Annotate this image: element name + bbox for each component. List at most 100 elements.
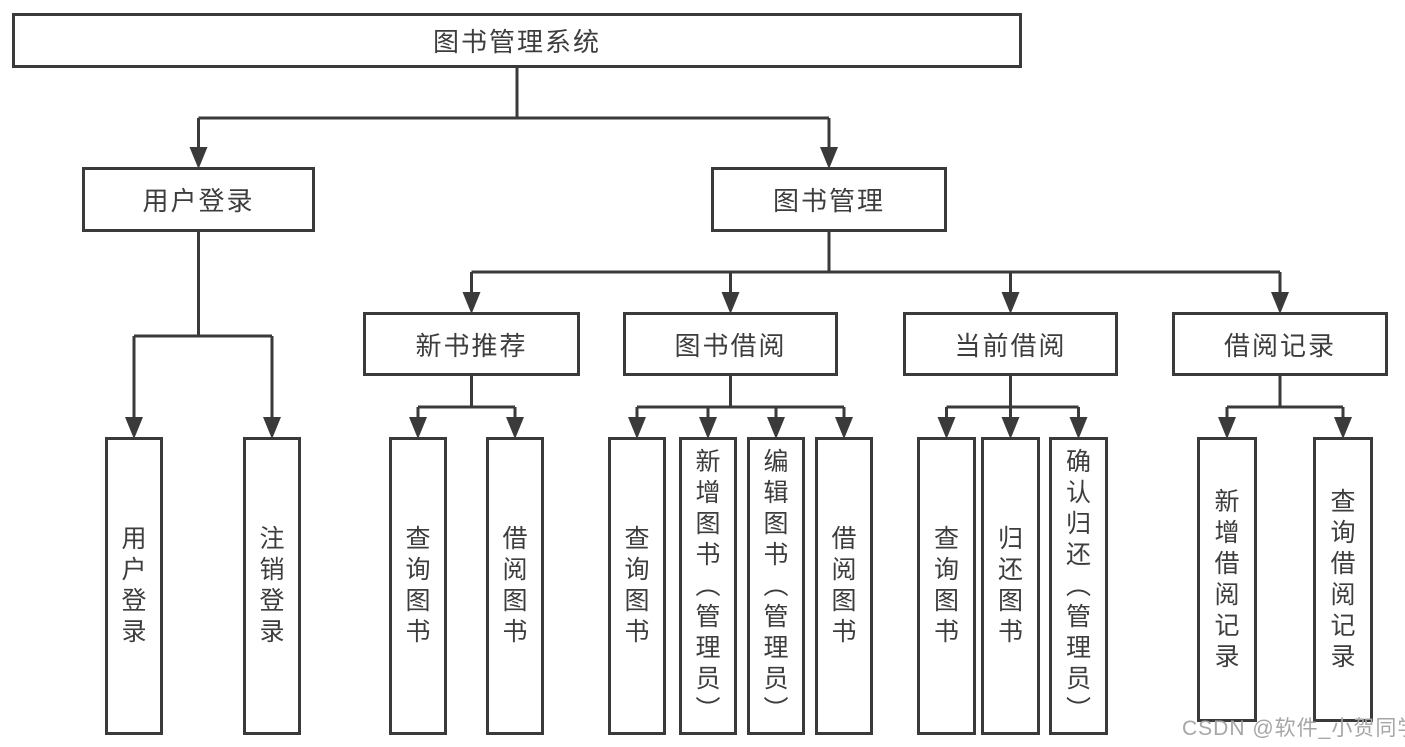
- label-char: 录: [121, 618, 147, 646]
- label-char: 录: [1330, 642, 1356, 671]
- label-char: 管: [695, 602, 721, 631]
- node-leaf-user-login: 用户登录: [105, 437, 163, 735]
- label-char: 归: [997, 525, 1023, 553]
- node-label: 新增图书︵管理员︶: [695, 447, 720, 726]
- label-char: 图: [695, 509, 721, 538]
- label-char: ︵: [763, 571, 789, 600]
- node-book-borrow: 图书借阅: [623, 312, 838, 376]
- node-leaf-nbr-borrow: 借阅图书: [486, 437, 544, 735]
- node-label: 新书推荐: [415, 330, 528, 361]
- label-char: 增: [1214, 518, 1240, 547]
- node-label: 查询图书: [934, 524, 959, 648]
- node-leaf-cb-query: 查询图书: [917, 437, 976, 735]
- label-char: 认: [1065, 478, 1091, 507]
- label-char: 辑: [763, 478, 789, 507]
- label-char: ︵: [1065, 571, 1091, 600]
- watermark: CSDN @软件_小贺同学: [1182, 717, 1405, 740]
- label-char: 记: [1214, 611, 1240, 640]
- node-user-login: 用户登录: [82, 167, 315, 232]
- label-char: 员: [1065, 664, 1091, 693]
- label-char: 阅: [831, 556, 857, 584]
- label-char: 确: [1065, 447, 1091, 476]
- label-char: 录: [259, 618, 285, 646]
- label-char: 查: [1330, 487, 1356, 516]
- node-book-mgmt: 图书管理: [711, 167, 947, 232]
- node-label: 用户登录: [142, 186, 255, 216]
- node-leaf-cb-return: 归还图书: [981, 437, 1040, 735]
- label-char: 书: [763, 540, 789, 569]
- label-char: 新: [1214, 487, 1240, 516]
- label-char: 理: [1065, 633, 1091, 662]
- node-label: 查询借阅记录: [1330, 487, 1355, 673]
- label-char: 编: [763, 447, 789, 476]
- node-label: 借阅记录: [1223, 330, 1336, 361]
- node-label: 注销登录: [259, 524, 284, 648]
- label-char: 询: [1330, 518, 1356, 547]
- node-leaf-bb-borrow: 借阅图书: [815, 437, 873, 735]
- label-char: 图: [405, 587, 431, 615]
- label-char: 借: [1330, 549, 1356, 578]
- node-leaf-nbr-query: 查询图书: [389, 437, 447, 735]
- label-char: 查: [624, 525, 650, 553]
- label-char: 理: [695, 633, 721, 662]
- label-char: 销: [259, 556, 285, 584]
- label-char: 用: [121, 525, 147, 553]
- label-char: ︶: [1065, 695, 1091, 724]
- label-char: 询: [405, 556, 431, 584]
- label-char: 理: [763, 633, 789, 662]
- label-char: ︶: [695, 695, 721, 724]
- label-char: 图: [624, 587, 650, 615]
- node-label: 归还图书: [998, 524, 1023, 648]
- node-leaf-cb-confirm: 确认归还︵管理员︶: [1049, 437, 1108, 735]
- node-label: 查询图书: [405, 524, 430, 648]
- label-char: 阅: [1330, 580, 1356, 609]
- label-char: 借: [1214, 549, 1240, 578]
- node-root: 图书管理系统: [12, 13, 1022, 68]
- label-char: 员: [695, 664, 721, 693]
- node-label: 图书管理系统: [432, 27, 601, 57]
- node-leaf-br-query: 查询借阅记录: [1313, 437, 1373, 722]
- label-char: 书: [405, 618, 431, 646]
- label-char: 户: [121, 556, 147, 584]
- label-char: 还: [997, 556, 1023, 584]
- node-label: 图书管理: [772, 186, 885, 216]
- label-char: 书: [831, 618, 857, 646]
- node-label: 借阅图书: [831, 524, 856, 648]
- label-char: 图: [933, 587, 959, 615]
- label-char: 管: [763, 602, 789, 631]
- node-label: 查询图书: [624, 524, 649, 648]
- label-char: 注: [259, 525, 285, 553]
- node-label: 新增借阅记录: [1214, 487, 1239, 673]
- label-char: 借: [831, 525, 857, 553]
- label-char: 借: [502, 525, 528, 553]
- label-char: 询: [933, 556, 959, 584]
- node-leaf-bb-add: 新增图书︵管理员︶: [679, 437, 737, 735]
- label-char: 记: [1330, 611, 1356, 640]
- label-char: 询: [624, 556, 650, 584]
- node-label: 当前借阅: [954, 330, 1067, 361]
- label-char: 管: [1065, 602, 1091, 631]
- label-char: 查: [405, 525, 431, 553]
- node-label: 编辑图书︵管理员︶: [763, 447, 788, 726]
- label-char: 还: [1065, 540, 1091, 569]
- label-char: 书: [997, 618, 1023, 646]
- node-label: 确认归还︵管理员︶: [1066, 447, 1091, 726]
- node-new-book-rec: 新书推荐: [363, 312, 580, 376]
- node-label: 用户登录: [121, 524, 146, 648]
- node-leaf-bb-edit: 编辑图书︵管理员︶: [747, 437, 805, 735]
- label-char: 图: [763, 509, 789, 538]
- label-char: 书: [933, 618, 959, 646]
- label-char: 图: [831, 587, 857, 615]
- label-char: 登: [259, 587, 285, 615]
- node-leaf-bb-query: 查询图书: [608, 437, 666, 735]
- node-label: 借阅图书: [502, 524, 527, 648]
- label-char: 新: [695, 447, 721, 476]
- label-char: 书: [502, 618, 528, 646]
- label-char: 员: [763, 664, 789, 693]
- label-char: 阅: [1214, 580, 1240, 609]
- node-current-borrow: 当前借阅: [903, 312, 1118, 376]
- label-char: 登: [121, 587, 147, 615]
- label-char: 图: [997, 587, 1023, 615]
- label-char: ︶: [763, 695, 789, 724]
